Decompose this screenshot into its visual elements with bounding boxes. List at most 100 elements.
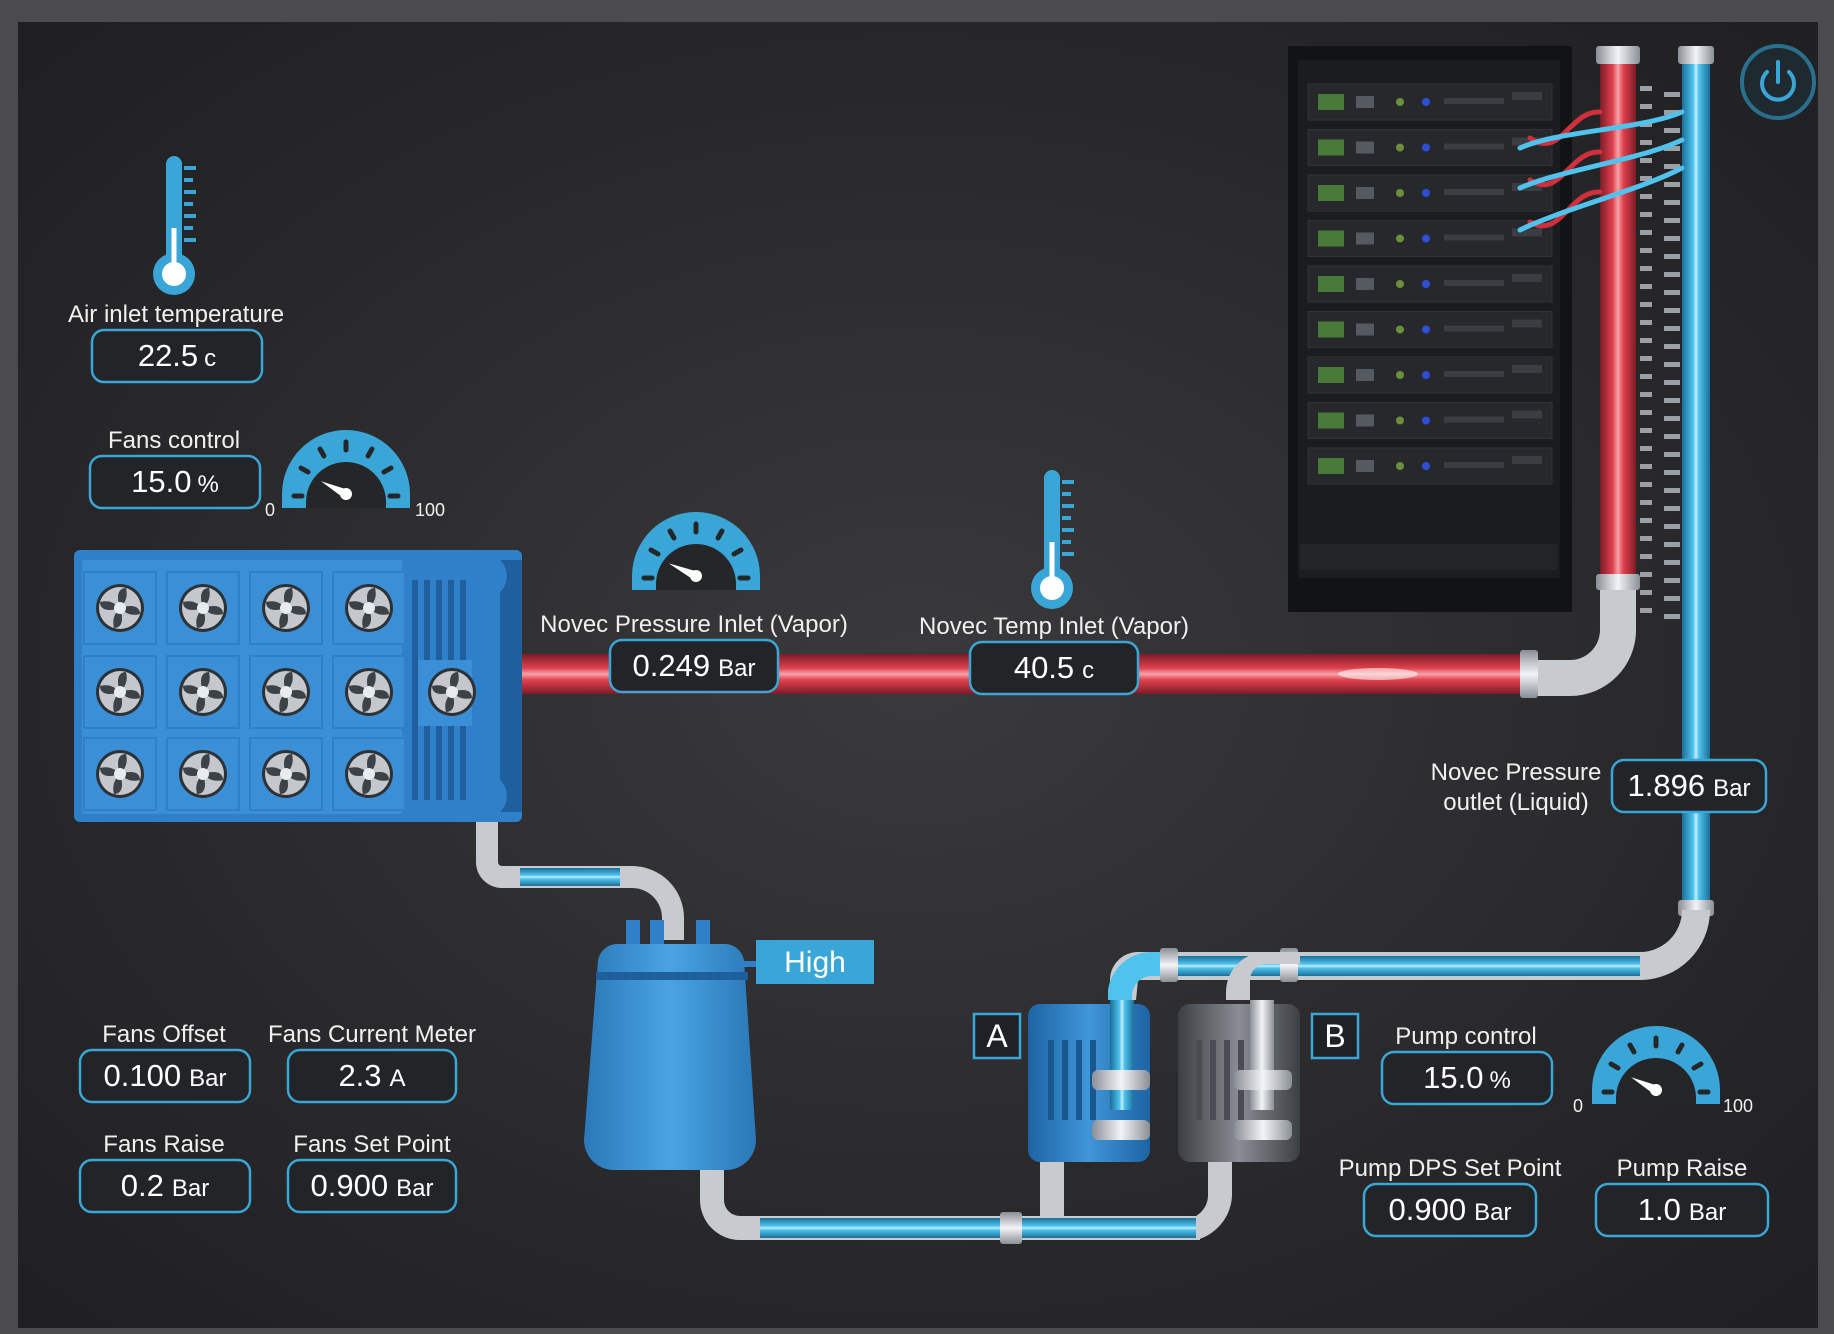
gauge-icon: [282, 430, 410, 508]
pump-a-label: A: [986, 1018, 1008, 1054]
fan-icon: [345, 584, 393, 632]
pump-raise-value-box[interactable]: 1.0 Bar: [1594, 1182, 1770, 1238]
pump-dps-set-point-value: 0.900: [1389, 1192, 1467, 1227]
fans-control-label: Fans control: [108, 427, 240, 454]
fans-current-label: Fans Current Meter: [268, 1021, 476, 1048]
gauge-icon: [1592, 1026, 1720, 1104]
fans-offset-unit: Bar: [189, 1065, 226, 1092]
pump-raise-value: 1.0: [1638, 1192, 1681, 1227]
tank-level-text: High: [784, 946, 846, 979]
power-icon: [1760, 60, 1796, 102]
novec-temp-inlet-unit: c: [1082, 657, 1094, 684]
fans-current-unit: A: [390, 1065, 406, 1092]
condenser-fan-bank: [74, 550, 522, 822]
fans-current-value: 2.3: [338, 1058, 381, 1093]
fan-icon: [96, 668, 144, 716]
fans-raise-label: Fans Raise: [103, 1131, 224, 1158]
svg-text:2.3A: 2.3 A: [338, 1058, 405, 1093]
fan-icon: [262, 584, 310, 632]
novec-pressure-inlet-value: 0.249: [633, 648, 711, 683]
fans-offset-value: 0.100: [104, 1058, 182, 1093]
pump-raise-label: Pump Raise: [1617, 1155, 1748, 1182]
fans-control-value: 15.0: [131, 464, 191, 499]
fan-icon: [262, 668, 310, 716]
pump-dps-set-point-unit: Bar: [1474, 1199, 1511, 1226]
fans-set-point-label: Fans Set Point: [293, 1131, 451, 1158]
pump-control-label: Pump control: [1395, 1023, 1536, 1050]
fan-icon: [345, 668, 393, 716]
novec-pressure-inlet-value-box: 0.249 Bar: [608, 638, 780, 694]
novec-pressure-outlet-label-line1: Novec Pressure: [1431, 759, 1602, 786]
novec-pressure-outlet-value-box: 1.896 Bar: [1610, 758, 1768, 814]
pump-gauge-max: 100: [1723, 1096, 1753, 1116]
novec-pressure-outlet-label-line2: outlet (Liquid): [1443, 789, 1588, 816]
fan-icon: [179, 584, 227, 632]
fan-icon: [96, 750, 144, 798]
fans-set-point-value: 0.900: [311, 1168, 389, 1203]
fan-icon: [179, 668, 227, 716]
fans-offset-value-box[interactable]: 0.100 Bar: [78, 1048, 252, 1104]
novec-pressure-inlet-label: Novec Pressure Inlet (Vapor): [540, 611, 848, 638]
pump-a-tag: A: [972, 1012, 1022, 1060]
fans-set-point-unit: Bar: [396, 1175, 433, 1202]
fans-set-point-value-box[interactable]: 0.900 Bar: [286, 1158, 458, 1214]
air-inlet-value: 22.5: [138, 338, 198, 373]
pump-discharge-pipe: [1108, 910, 1710, 1000]
gauge-icon: [632, 512, 760, 590]
novec-temp-inlet-value: 40.5: [1014, 650, 1074, 685]
fans-offset-label: Fans Offset: [102, 1021, 226, 1048]
pump-dps-set-point-label: Pump DPS Set Point: [1339, 1155, 1562, 1182]
fan-icon: [262, 750, 310, 798]
fans-raise-unit: Bar: [172, 1175, 209, 1202]
fans-raise-value-box[interactable]: 0.2 Bar: [78, 1158, 252, 1214]
novec-pressure-inlet-unit: Bar: [718, 655, 755, 682]
pump-b[interactable]: [1178, 1000, 1300, 1162]
novec-temp-inlet-label: Novec Temp Inlet (Vapor): [919, 613, 1189, 640]
svg-text:15.0%: 15.0%: [131, 464, 219, 499]
air-inlet-label: Air inlet temperature: [68, 301, 284, 328]
pump-dps-set-point-value-box[interactable]: 0.900 Bar: [1362, 1182, 1538, 1238]
pump-control-value: 15.0: [1423, 1060, 1483, 1095]
hot-riser-pipe: [1526, 46, 1640, 696]
server-hoses: [1517, 109, 1685, 233]
liquid-supply-pipe: [700, 1160, 1232, 1244]
condensate-pipe: [476, 822, 684, 940]
air-inlet-unit: c: [204, 345, 216, 372]
fans-control-value-box[interactable]: 15.0%: [88, 454, 262, 510]
novec-pressure-outlet-unit: Bar: [1713, 775, 1750, 802]
svg-text:22.5c: 22.5c: [138, 338, 216, 373]
manifold-ribs: [1640, 86, 1680, 619]
fans-raise-value: 0.2: [121, 1168, 164, 1203]
fan-icon: [96, 584, 144, 632]
pump-control-unit: %: [1490, 1067, 1511, 1094]
fan-icon: [179, 750, 227, 798]
svg-text:40.5c: 40.5 c: [1014, 650, 1094, 685]
svg-text:15.0%: 15.0%: [1423, 1060, 1511, 1095]
fans-current-value-box: 2.3 A: [286, 1048, 458, 1104]
pump-b-tag: B: [1310, 1012, 1360, 1060]
fans-gauge-max: 100: [415, 500, 445, 520]
pump-a[interactable]: [1028, 1000, 1150, 1162]
tank-level-badge: High: [756, 940, 874, 984]
fan-icon: [428, 668, 476, 716]
fan-icon: [345, 750, 393, 798]
fans-control-unit: %: [198, 471, 219, 498]
power-button[interactable]: [1740, 44, 1816, 120]
pump-raise-unit: Bar: [1689, 1199, 1726, 1226]
fans-gauge-min: 0: [265, 500, 275, 520]
pump-b-label: B: [1324, 1018, 1345, 1054]
novec-pressure-outlet-value: 1.896: [1628, 768, 1706, 803]
pump-gauge-min: 0: [1573, 1096, 1583, 1116]
novec-temp-inlet-value-box: 40.5 c: [968, 640, 1140, 696]
server-rack: [1288, 46, 1572, 612]
pump-control-value-box[interactable]: 15.0%: [1380, 1050, 1554, 1106]
reservoir-tank: [584, 920, 756, 1170]
